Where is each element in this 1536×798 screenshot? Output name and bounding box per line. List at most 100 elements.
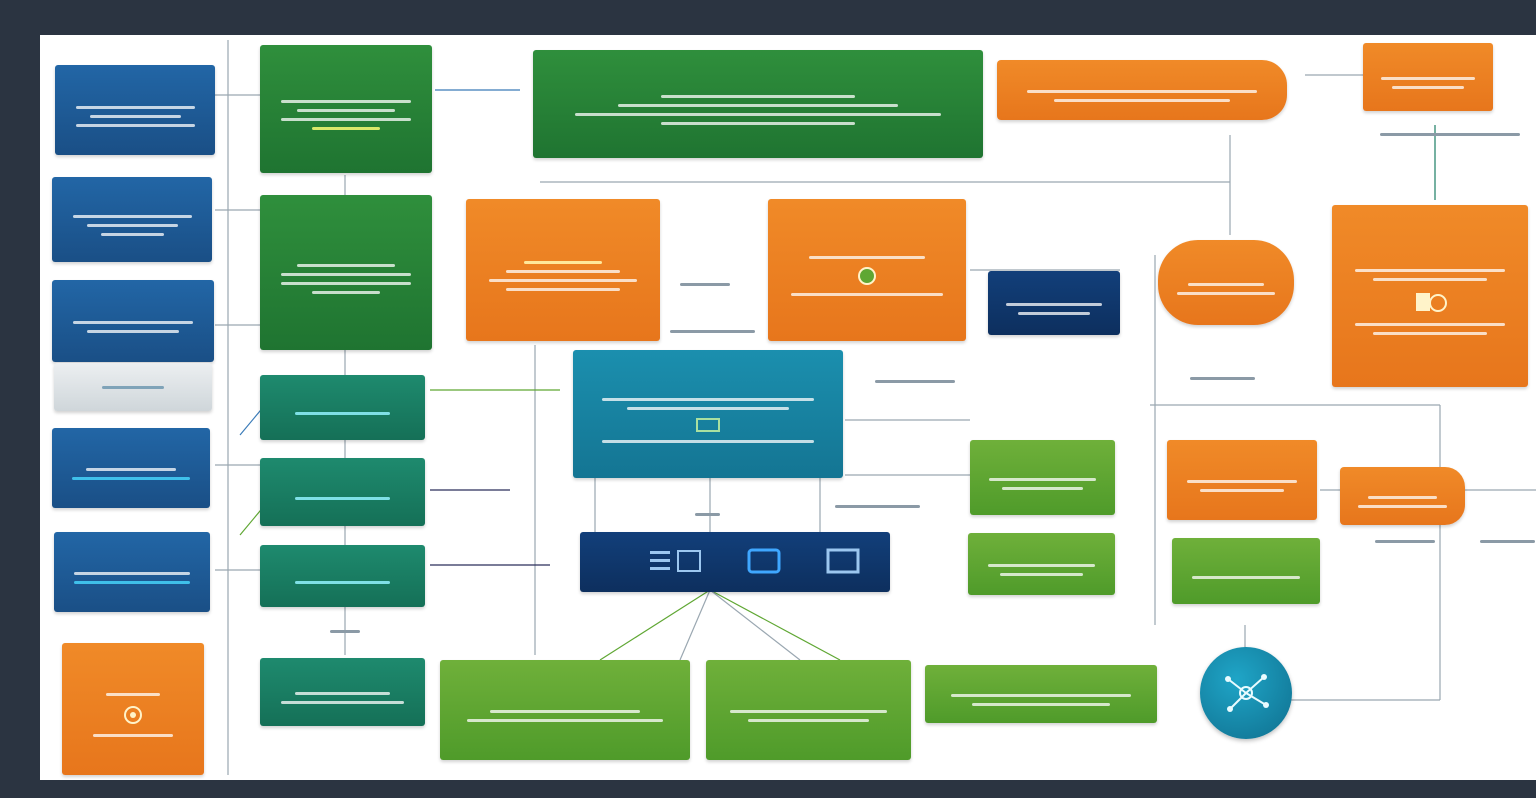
diagram-node[interactable] bbox=[1167, 440, 1317, 520]
text-line bbox=[86, 224, 178, 227]
connector-label bbox=[330, 630, 360, 633]
text-line bbox=[75, 105, 195, 109]
diagram-node[interactable] bbox=[925, 665, 1157, 723]
connector-line bbox=[599, 589, 711, 661]
diagram-node[interactable] bbox=[260, 458, 425, 526]
diagram-node[interactable] bbox=[260, 545, 425, 607]
diagram-node[interactable] bbox=[55, 65, 215, 155]
text-line bbox=[1000, 573, 1083, 576]
text-line bbox=[1355, 269, 1505, 272]
text-line bbox=[489, 279, 637, 282]
gear-icon bbox=[124, 706, 142, 724]
text-line bbox=[72, 477, 190, 480]
diagram-node[interactable] bbox=[997, 60, 1287, 120]
text-line bbox=[661, 122, 855, 125]
text-line bbox=[809, 256, 925, 259]
diagram-node[interactable] bbox=[466, 199, 660, 341]
text-line bbox=[1176, 291, 1276, 295]
text-line bbox=[311, 127, 381, 130]
text-line bbox=[74, 572, 190, 575]
connector-line bbox=[709, 589, 841, 661]
text-line bbox=[295, 580, 390, 584]
text-line bbox=[1355, 323, 1505, 326]
text-line bbox=[729, 710, 888, 713]
connector-label bbox=[1480, 540, 1535, 543]
text-line bbox=[1001, 486, 1084, 490]
text-line bbox=[1186, 480, 1298, 483]
text-line bbox=[89, 114, 181, 118]
text-line bbox=[72, 215, 192, 218]
diagram-node[interactable] bbox=[54, 363, 212, 411]
text-line bbox=[1017, 312, 1091, 315]
text-line bbox=[1006, 303, 1102, 306]
text-line bbox=[281, 281, 411, 285]
connector-label bbox=[835, 505, 920, 508]
connector-label bbox=[1380, 133, 1520, 136]
text-line bbox=[295, 692, 390, 695]
diagram-node[interactable] bbox=[1332, 205, 1528, 387]
text-line bbox=[295, 496, 390, 500]
diagram-node[interactable] bbox=[706, 660, 911, 760]
diagram-node[interactable] bbox=[573, 350, 843, 478]
text-line bbox=[1372, 278, 1488, 281]
monitor-icon bbox=[747, 548, 780, 574]
text-line bbox=[280, 701, 405, 704]
diagram-node[interactable] bbox=[54, 532, 210, 612]
diagram-node[interactable] bbox=[968, 533, 1115, 595]
text-line bbox=[74, 581, 190, 584]
text-line bbox=[86, 468, 176, 471]
connector-label bbox=[1375, 540, 1435, 543]
gear-icon bbox=[858, 267, 876, 285]
text-line bbox=[105, 693, 161, 696]
text-line bbox=[506, 270, 620, 273]
connector-label bbox=[1190, 377, 1255, 380]
diagram-node[interactable] bbox=[260, 45, 432, 173]
text-line bbox=[296, 263, 396, 267]
diagram-node[interactable] bbox=[52, 177, 212, 262]
text-line bbox=[1357, 505, 1448, 508]
text-line bbox=[100, 233, 164, 236]
diagram-node[interactable] bbox=[1340, 467, 1465, 525]
diagram-node[interactable] bbox=[1363, 43, 1493, 111]
diagram-node[interactable] bbox=[970, 440, 1115, 515]
diagram-node[interactable] bbox=[988, 271, 1120, 335]
diagram-canvas bbox=[40, 35, 1536, 780]
diagram-node[interactable] bbox=[533, 50, 983, 158]
diagram-node[interactable] bbox=[52, 428, 210, 508]
diagram-node[interactable] bbox=[260, 375, 425, 440]
diagram-node[interactable] bbox=[52, 280, 214, 362]
monitor-icon bbox=[649, 550, 701, 572]
text-line bbox=[281, 100, 411, 103]
text-line bbox=[989, 477, 1096, 481]
text-line bbox=[575, 113, 941, 116]
network-hub-icon bbox=[1200, 647, 1292, 739]
diagram-node[interactable] bbox=[62, 643, 204, 775]
text-line bbox=[1199, 489, 1285, 492]
text-line bbox=[75, 123, 195, 127]
diagram-node[interactable] bbox=[580, 532, 890, 592]
text-line bbox=[467, 719, 663, 722]
network-hub-icon-glyph bbox=[1225, 674, 1269, 712]
diagram-node[interactable] bbox=[1158, 240, 1294, 325]
text-line bbox=[506, 288, 620, 291]
text-line bbox=[1054, 99, 1230, 102]
text-line bbox=[295, 412, 390, 415]
diagram-node[interactable] bbox=[1172, 538, 1320, 604]
text-line bbox=[1188, 282, 1264, 286]
text-line bbox=[1381, 77, 1475, 80]
diagram-node[interactable] bbox=[768, 199, 966, 341]
text-line bbox=[661, 95, 855, 98]
connector-label bbox=[670, 330, 755, 333]
text-line bbox=[296, 109, 396, 112]
diagram-node[interactable] bbox=[260, 658, 425, 726]
text-line bbox=[950, 694, 1132, 697]
text-line bbox=[748, 719, 869, 722]
text-line bbox=[101, 385, 165, 389]
diagram-node[interactable] bbox=[440, 660, 690, 760]
text-line bbox=[1372, 332, 1488, 335]
connector-line bbox=[679, 589, 711, 661]
diagram-node[interactable] bbox=[260, 195, 432, 350]
connector-layer bbox=[215, 40, 1536, 775]
text-line bbox=[1368, 496, 1437, 499]
document-icon bbox=[1416, 293, 1447, 312]
